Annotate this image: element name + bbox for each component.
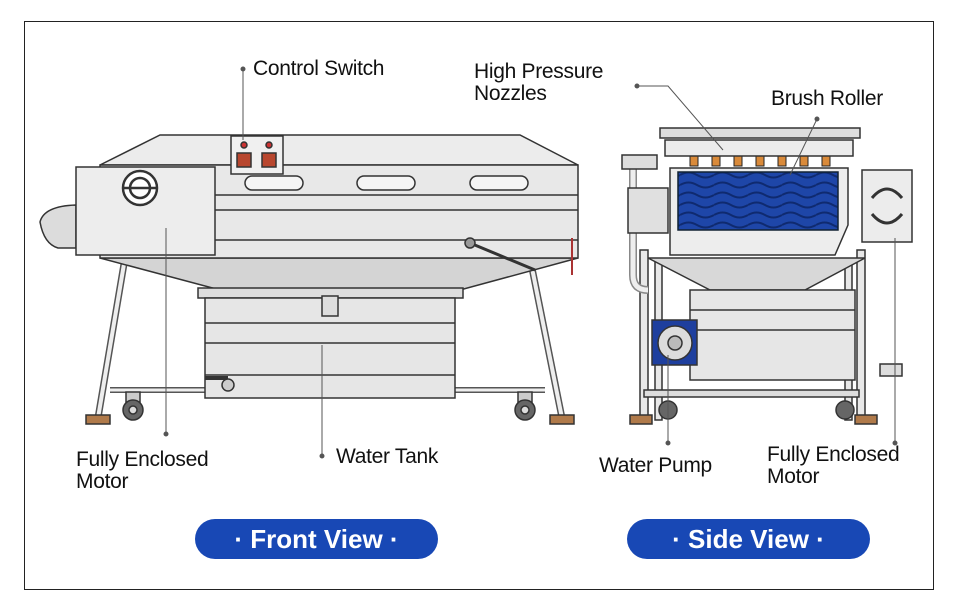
label-high-pressure-nozzles-line2: Nozzles [474, 82, 547, 105]
label-side-motor-line1: Fully Enclosed [767, 443, 900, 466]
label-water-pump: Water Pump [599, 454, 712, 477]
label-water-tank: Water Tank [336, 445, 439, 468]
diagram-frame [24, 21, 934, 590]
label-side-motor: Fully Enclosed Motor [767, 443, 900, 488]
label-side-motor-line2: Motor [767, 465, 820, 488]
leader-lines [163, 66, 898, 459]
front-view-machine [39, 134, 579, 425]
label-high-pressure-nozzles-line1: High Pressure [474, 60, 604, 83]
side-view-button[interactable]: · Side View · [627, 519, 870, 559]
label-front-motor-line1: Fully Enclosed [76, 448, 209, 471]
label-front-motor-line2: Motor [76, 470, 129, 493]
label-high-pressure-nozzles: High Pressure Nozzles [474, 61, 603, 105]
label-brush-roller: Brush Roller [771, 87, 883, 110]
label-front-motor: Fully Enclosed Motor [76, 448, 209, 493]
side-view-machine [621, 127, 913, 425]
label-control-switch: Control Switch [253, 57, 385, 80]
front-view-button[interactable]: · Front View · [195, 519, 438, 559]
